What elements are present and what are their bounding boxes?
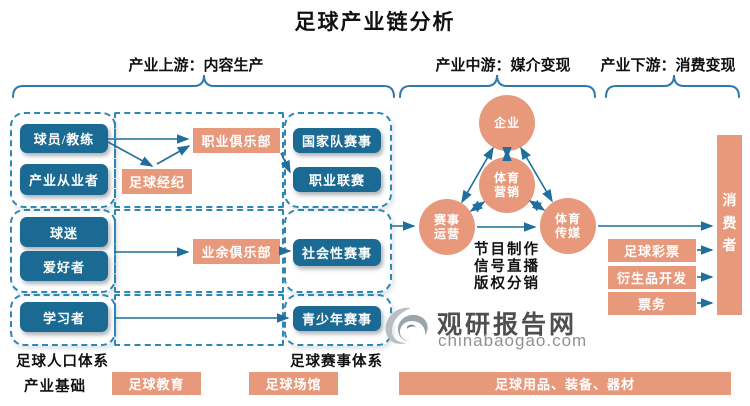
section-label-midstream: 产业中游：媒介变现 xyxy=(435,58,571,74)
brace-group xyxy=(12,74,740,98)
foundation-box-venue: 足球场馆 xyxy=(249,372,338,395)
club-box-pro: 职业俱乐部 xyxy=(193,128,280,153)
circle-enterprise: 企业 xyxy=(479,95,535,151)
consumption-box-ticketing: 票务 xyxy=(608,292,696,315)
consumption-box-lottery: 足球彩票 xyxy=(608,239,696,262)
label-population-system: 足球人口体系 xyxy=(16,354,109,370)
event-box-league: 职业联赛 xyxy=(293,167,381,192)
brace-downstream xyxy=(605,74,740,98)
club-box-agency: 足球经纪 xyxy=(122,169,192,194)
population-box-enthusiast: 爱好者 xyxy=(20,251,108,281)
circle-sports-marketing: 体育 营销 xyxy=(479,157,535,213)
label-foundation: 产业基础 xyxy=(24,379,86,395)
event-box-youth: 青少年赛事 xyxy=(293,306,381,331)
population-box-learner: 学习者 xyxy=(20,302,108,332)
arrow-marketing-media xyxy=(528,199,546,212)
page-title: 足球产业链分析 xyxy=(294,10,456,34)
circle-sports-media: 体育 传媒 xyxy=(540,198,596,254)
label-event-system: 足球赛事体系 xyxy=(290,354,383,370)
consumption-box-derivatives: 衍生品开发 xyxy=(608,266,696,289)
population-box-practitioner: 产业从业者 xyxy=(20,164,108,195)
population-box-player-coach: 球员/教练 xyxy=(20,124,108,153)
group-youth-chain xyxy=(114,294,284,346)
watermark-name: 观研报告网 xyxy=(437,311,578,339)
foundation-box-goods: 足球用品、装备、器材 xyxy=(399,372,731,395)
section-label-upstream: 产业上游：内容生产 xyxy=(128,58,264,74)
consumer-bar: 消 费 者 xyxy=(717,135,742,315)
media-note: 节目制作 信号直播 版权分销 xyxy=(474,242,540,292)
club-box-amateur: 业余俱乐部 xyxy=(193,239,280,264)
watermark-url: chinabaogao.com xyxy=(438,331,588,350)
circle-event-operation: 赛事 运营 xyxy=(419,199,475,255)
brace-upstream xyxy=(12,74,395,98)
brace-midstream xyxy=(399,74,596,98)
foundation-box-education: 足球教育 xyxy=(112,372,201,395)
event-box-national: 国家队赛事 xyxy=(293,128,381,153)
arrow-operation-marketing xyxy=(469,200,486,213)
group-pro-events xyxy=(284,112,392,208)
event-box-social: 社会性赛事 xyxy=(293,239,381,266)
section-label-downstream: 产业下游：消费变现 xyxy=(600,58,736,74)
population-box-fan: 球迷 xyxy=(20,217,108,247)
